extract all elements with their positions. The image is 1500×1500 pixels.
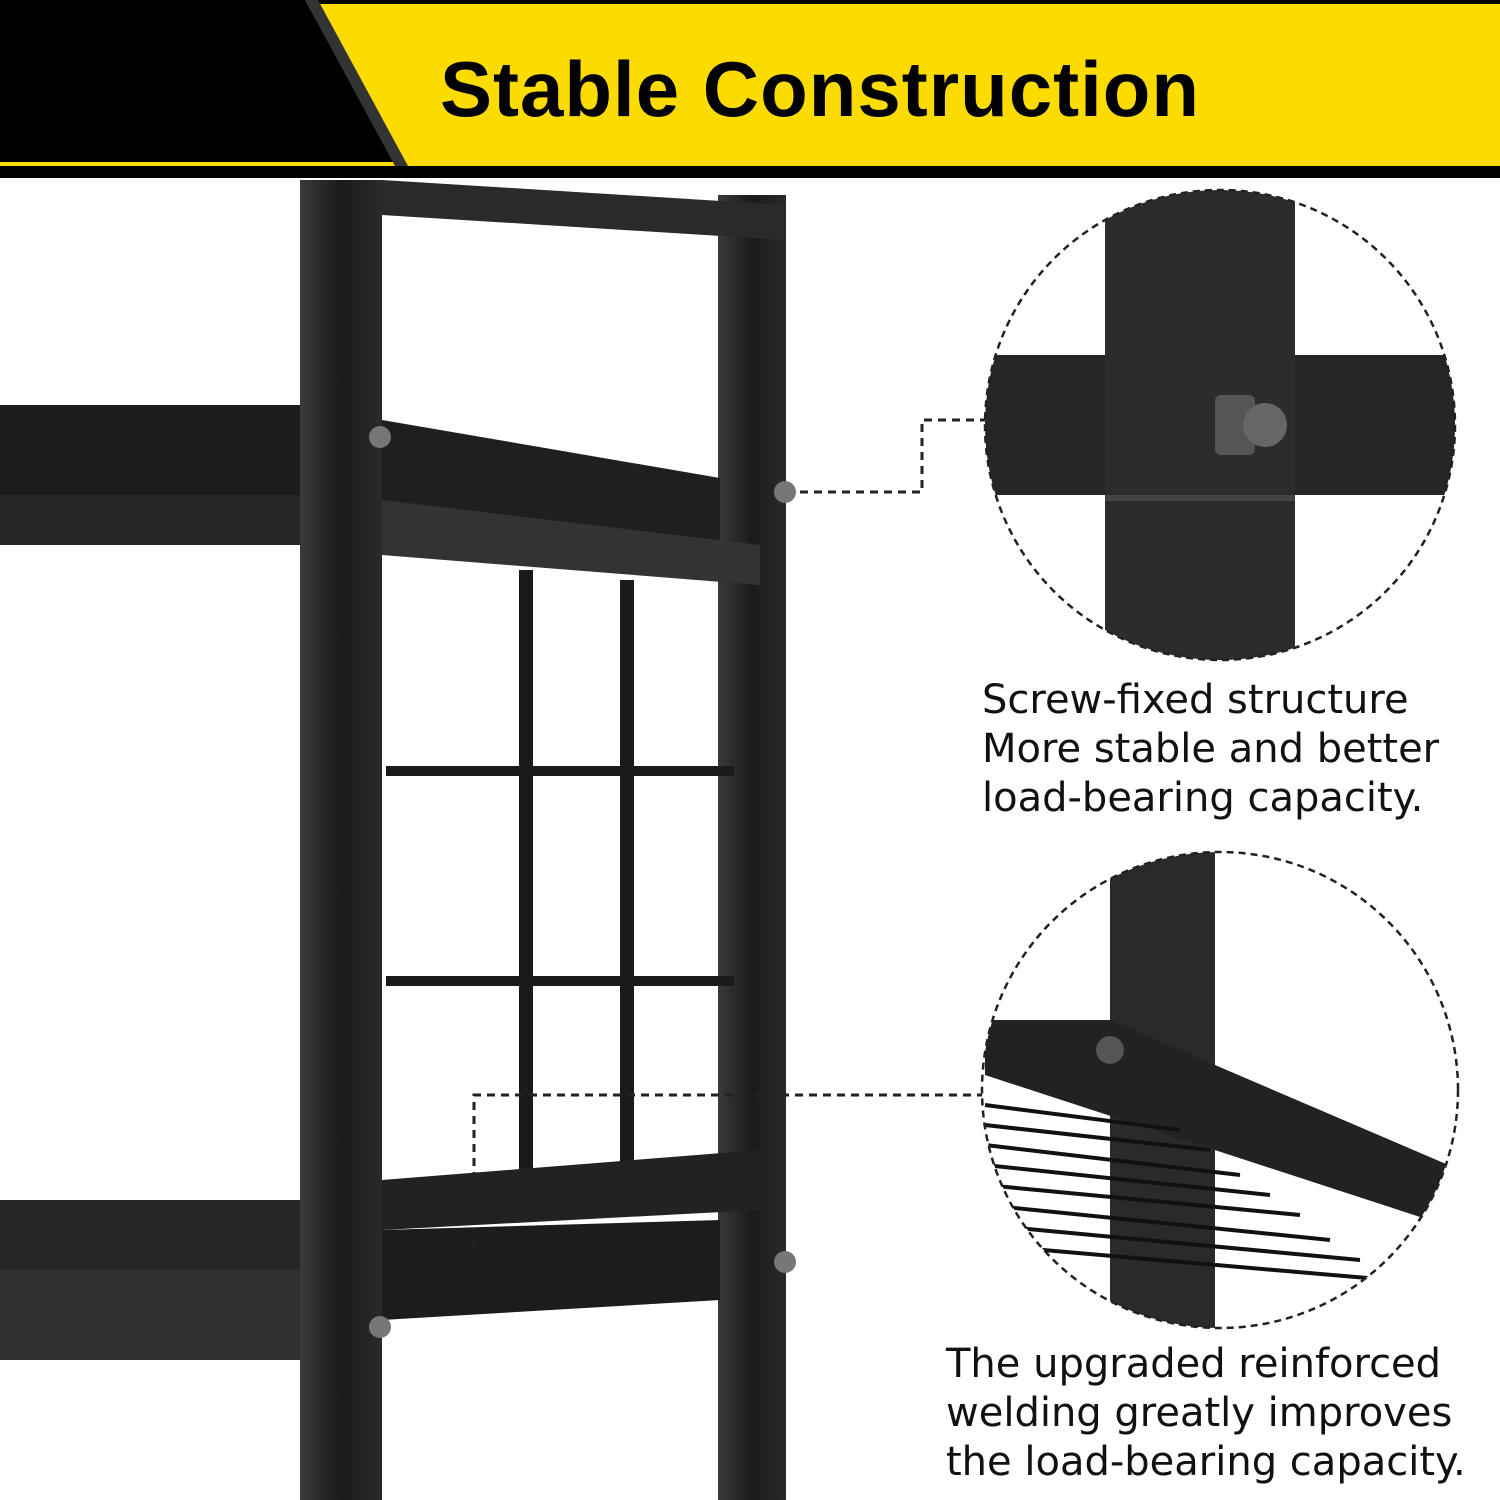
caption-line: the load-bearing capacity. [946,1439,1466,1485]
header-banner [0,0,1500,178]
front-post [300,180,382,1500]
caption-line: Screw-fixed structure [982,677,1409,723]
leader-line-1 [800,418,985,494]
welding-caption: The upgraded reinforced welding greatly … [946,1340,1466,1487]
shelf-frame [0,180,796,1500]
caption-line: load-bearing capacity. [982,775,1424,821]
caption-line: welding greatly improves [946,1390,1453,1436]
back-post [718,195,786,1500]
screw-caption: Screw-fixed structure More stable and be… [982,676,1439,823]
detail-circle-screw [983,188,1457,662]
caption-line: The upgraded reinforced [946,1341,1442,1387]
detail-circle-welding [980,850,1460,1330]
black-corner [0,0,395,162]
leader-line-2 [472,1093,990,1250]
caption-line: More stable and better [982,726,1440,772]
page-title: Stable Construction [440,45,1201,133]
